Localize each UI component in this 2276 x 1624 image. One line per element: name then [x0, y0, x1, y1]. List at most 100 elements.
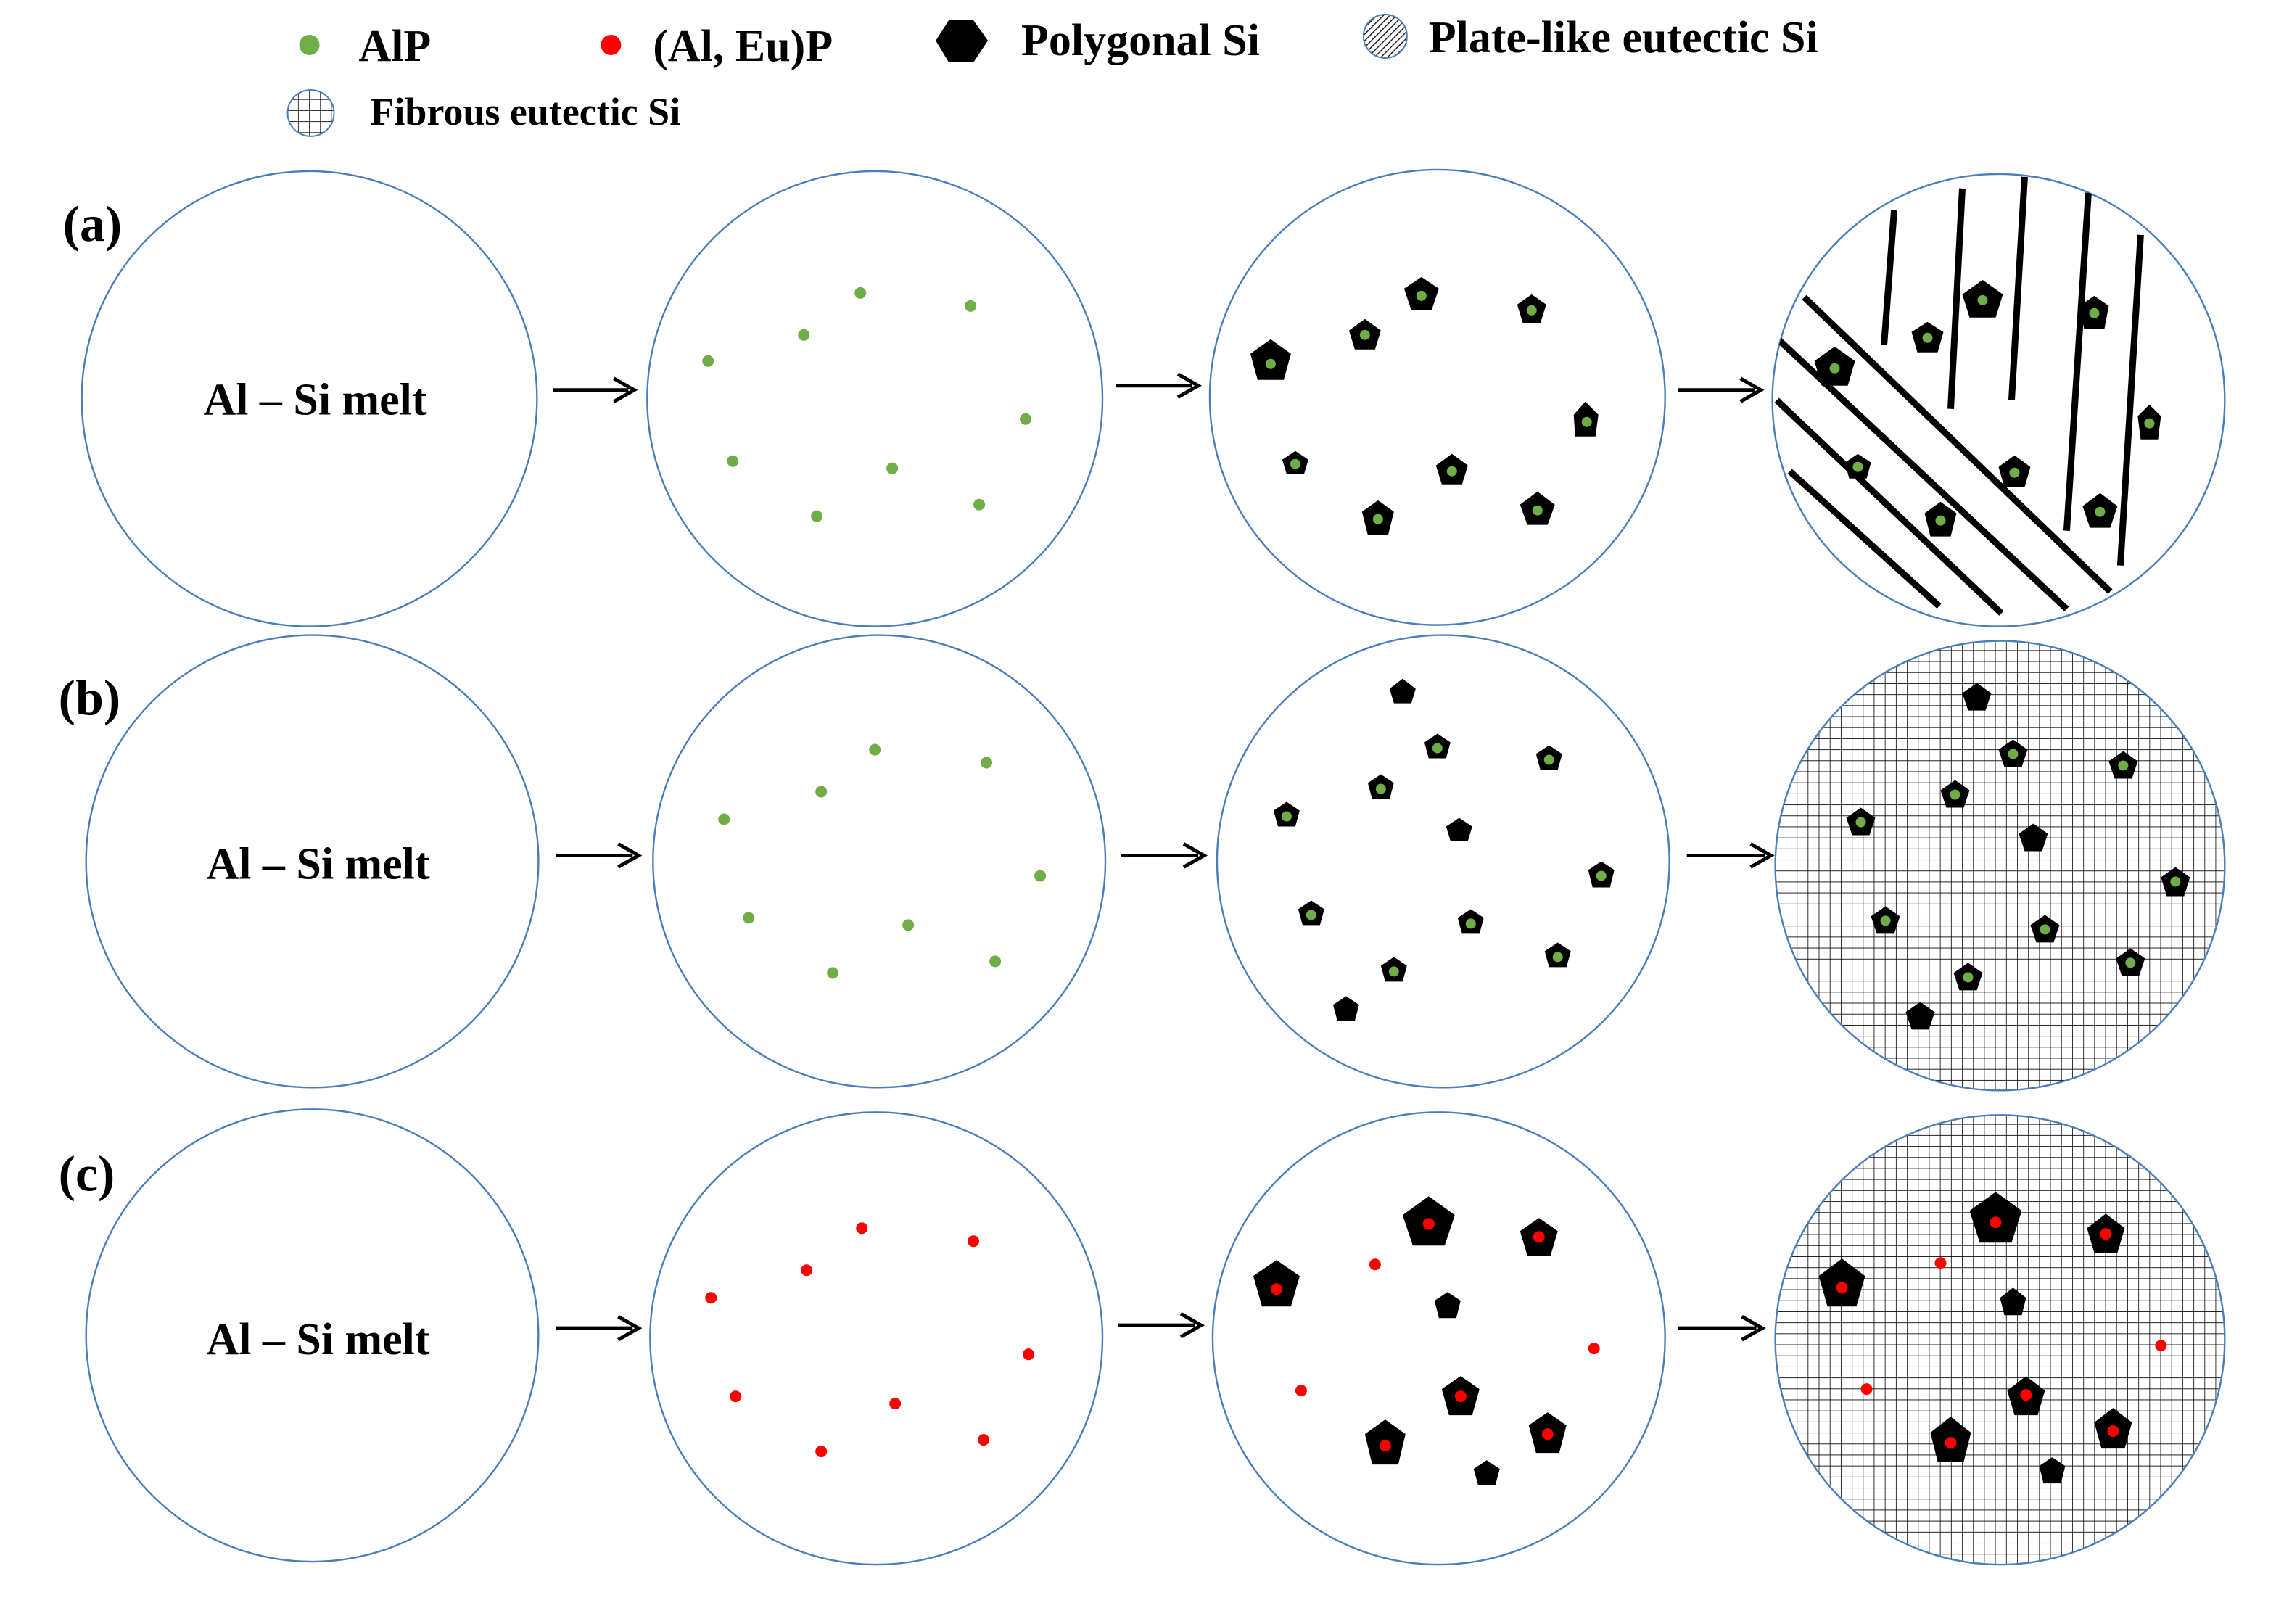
legend-item-plate: Plate-like eutectic Si — [1362, 13, 1818, 62]
primary-si-circle — [1208, 168, 1666, 626]
aleup-particle — [815, 1446, 828, 1458]
nucleation-circle — [652, 634, 1107, 1089]
polygonal-si-particle — [1969, 1192, 2022, 1243]
aleup-particle — [1934, 1257, 1947, 1269]
polygonal-si-particle — [2082, 492, 2118, 528]
primary-si-circle — [1216, 634, 1670, 1089]
alp-particle — [854, 287, 867, 299]
row-label: (c) — [59, 1146, 115, 1202]
polygonal-si-particle — [1473, 1460, 1500, 1485]
polygonal-si-particle — [2108, 751, 2138, 779]
polygonal-si-particle — [2161, 867, 2190, 897]
plate-like-eutectic-circle — [1771, 173, 2226, 627]
aleup-particle — [730, 1390, 742, 1403]
melt-circle — [85, 1108, 540, 1563]
alp-particle — [815, 786, 828, 798]
polygonal-si-particle — [1348, 318, 1381, 350]
polygonal-si-particle — [1402, 1196, 1455, 1246]
polygonal-si-particle — [2116, 948, 2145, 976]
arrow — [1116, 372, 1202, 399]
arrow — [1678, 1315, 1766, 1342]
alp-particles — [718, 743, 1047, 979]
polygonal-si-particle — [1435, 453, 1468, 485]
polygonal-si-particle — [2087, 1213, 2125, 1253]
aleup-particle — [889, 1398, 902, 1410]
arrow — [553, 376, 638, 403]
melt-label: Al – Si melt — [206, 1315, 429, 1364]
nucleation-circle — [646, 170, 1104, 627]
alp-particle — [973, 498, 986, 511]
polygonal-si-particle — [1573, 401, 1599, 437]
legend-item-polygonal: Polygonal Si — [936, 16, 1260, 65]
polygonal-si-particle — [1457, 909, 1484, 934]
polygonal-si-particle — [1253, 1260, 1300, 1307]
aleup-particle — [1023, 1348, 1035, 1361]
row-a: (a) Al – Si melt — [63, 168, 2226, 627]
polygonal-si-particle — [1871, 906, 1900, 934]
aleup-particles — [705, 1222, 1035, 1458]
legend-item-aleup: (Al, Eu)P — [601, 22, 833, 71]
polygonal-si-particle — [1441, 1376, 1480, 1416]
polygonal-si-particle — [1282, 450, 1308, 474]
alp-particle — [965, 300, 977, 312]
polygonal-si-particle — [1953, 963, 1983, 991]
polygonal-si-particle — [1962, 279, 2003, 318]
legend-item-fibrous: Fibrous eutectic Si — [286, 88, 680, 137]
legend: AlP (Al, Eu)P Polygonal Si Plate-like eu… — [286, 13, 1818, 137]
polygonal-si-particle — [1588, 861, 1615, 888]
polygonal-si-particle — [2007, 1376, 2045, 1416]
polygonal-si-particle — [2137, 404, 2161, 440]
alp-particles — [702, 287, 1032, 522]
aleup-particles — [1860, 1257, 2167, 1396]
primary-si-particles — [1814, 279, 2161, 537]
arrow — [1686, 842, 1775, 869]
primary-si-particles — [1253, 1196, 1567, 1485]
polygonal-si-particle — [1844, 453, 1871, 479]
fibrous-eutectic-circle — [1774, 640, 2226, 1092]
primary-si-particles — [1250, 276, 1599, 535]
legend-label-polygonal: Polygonal Si — [1021, 16, 1260, 65]
aleup-particle — [2155, 1340, 2167, 1352]
nucleation-circle — [649, 1111, 1104, 1566]
alp-particle — [1020, 413, 1032, 425]
polygonal-si-particle — [1250, 339, 1291, 380]
polygonal-si-particle — [1364, 1419, 1406, 1465]
polygonal-si-particle — [1520, 491, 1555, 525]
aleup-particle — [801, 1264, 813, 1277]
grid-circle-icon — [286, 88, 335, 137]
red-dot-icon — [601, 34, 622, 55]
polygonal-si-particle — [1846, 807, 1876, 836]
aleup-particles — [1295, 1258, 1600, 1397]
primary-si-circle — [1211, 1111, 1666, 1566]
primary-si-particles — [1273, 678, 1615, 1021]
polygonal-si-particle — [1517, 294, 1546, 323]
alp-particle — [718, 813, 730, 825]
polygonal-si-particle — [1528, 1412, 1567, 1454]
aleup-particle — [856, 1222, 868, 1235]
arrow — [1118, 1312, 1205, 1339]
melt-circle — [85, 634, 540, 1089]
alp-particle — [981, 757, 993, 769]
arrow — [556, 842, 643, 869]
arrow — [556, 1315, 643, 1342]
polygonal-si-particle — [1520, 1218, 1558, 1256]
alp-particle — [886, 462, 899, 474]
legend-item-alp: AlP — [299, 22, 431, 71]
melt-circle — [81, 170, 538, 627]
polygonal-si-particle — [2000, 1287, 2026, 1316]
polygonal-si-particle — [1332, 996, 1359, 1021]
aleup-particle — [1369, 1258, 1381, 1271]
polygonal-si-particle — [2019, 823, 2048, 852]
polygonal-si-particle — [1424, 733, 1451, 759]
polygonal-si-particle — [1998, 455, 2031, 487]
primary-si-particles — [1846, 683, 2190, 1030]
aleup-particle — [978, 1434, 990, 1446]
polygonal-si-particle — [1905, 1002, 1935, 1030]
polygonal-si-particle — [1924, 501, 1957, 537]
alp-particle — [811, 510, 823, 522]
alp-particle — [743, 912, 755, 924]
hatched-circle-icon — [1362, 13, 1408, 59]
polygonal-si-particle — [1940, 780, 1970, 808]
polygonal-si-particle — [2030, 915, 2060, 943]
polygonal-si-particle — [1361, 500, 1394, 535]
